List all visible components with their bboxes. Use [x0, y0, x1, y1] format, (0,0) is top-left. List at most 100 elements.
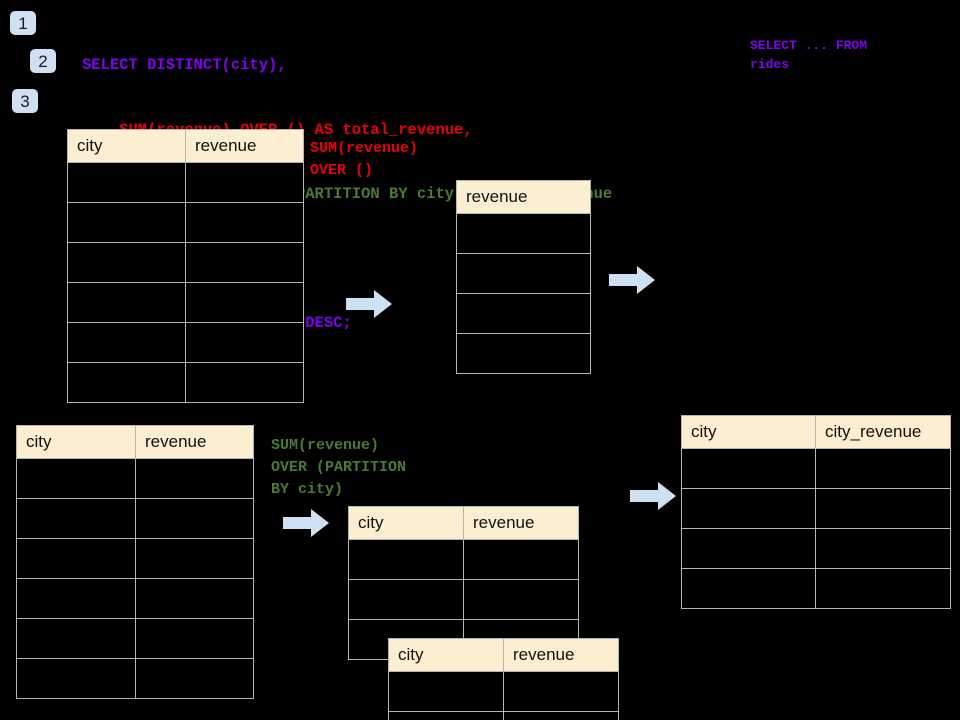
cell-city — [67, 322, 186, 363]
cell-city — [16, 578, 136, 619]
table-row — [456, 333, 591, 374]
step-badge-2-label: 2 — [38, 51, 48, 71]
cell-revenue — [135, 658, 254, 699]
cell-revenue — [456, 333, 591, 374]
column-header-revenue: revenue — [185, 129, 304, 163]
cell-revenue — [456, 293, 591, 334]
table-row — [388, 711, 619, 720]
cell-city — [348, 579, 464, 620]
cell-city — [348, 539, 464, 580]
table-row — [67, 282, 304, 323]
cell-city — [681, 488, 816, 529]
column-header-city: city — [67, 129, 186, 163]
cell-revenue — [135, 458, 254, 499]
column-header-city: city — [388, 638, 504, 672]
table-row — [456, 213, 591, 254]
table-row — [681, 568, 951, 609]
step-badge-2: 2 — [30, 49, 56, 73]
annotation-over-empty: SUM(revenue) OVER () — [310, 140, 419, 179]
table-row — [681, 448, 951, 489]
cell-city — [681, 528, 816, 569]
cell-revenue — [135, 618, 254, 659]
table-row — [388, 671, 619, 712]
table-row — [16, 498, 254, 539]
cell-revenue — [456, 213, 591, 254]
cell-city-revenue — [815, 568, 951, 609]
cell-revenue — [503, 671, 619, 712]
table-row — [16, 538, 254, 579]
table-row — [456, 293, 591, 334]
cell-revenue — [456, 253, 591, 294]
table-header-row: city revenue — [16, 425, 254, 459]
annotation-partition-by-city: SUM(revenue) OVER (PARTITION BY city) — [271, 437, 407, 498]
rides-source-table-top: city revenue — [67, 129, 304, 403]
cell-revenue — [135, 538, 254, 579]
partition-group-table-front: city revenue — [388, 638, 619, 720]
table-row — [16, 458, 254, 499]
cell-city — [681, 448, 816, 489]
table-header-row: city revenue — [388, 638, 619, 672]
cell-city — [67, 162, 186, 203]
table-row — [67, 202, 304, 243]
cell-city-revenue — [815, 488, 951, 529]
step-badge-3: 3 — [12, 89, 38, 113]
city-revenue-result-table: city city_revenue — [681, 415, 951, 609]
cell-city — [67, 202, 186, 243]
column-header-revenue: revenue — [456, 180, 591, 214]
table-row — [16, 658, 254, 699]
cell-city — [16, 458, 136, 499]
cell-city — [16, 498, 136, 539]
cell-city — [67, 282, 186, 323]
table-header-row: city revenue — [67, 129, 304, 163]
cell-revenue — [463, 579, 579, 620]
table-row — [16, 618, 254, 659]
cell-city — [67, 362, 186, 403]
table-header-row: city revenue — [348, 506, 579, 540]
step-badge-1-label: 1 — [18, 13, 28, 33]
cell-city-revenue — [815, 448, 951, 489]
table-row — [67, 162, 304, 203]
rides-source-table-bottom: city revenue — [16, 425, 254, 699]
cell-city — [388, 711, 504, 720]
arrow-partition-to-result — [630, 482, 676, 510]
table-header-row: revenue — [456, 180, 591, 214]
column-header-city: city — [16, 425, 136, 459]
arrow-total-to-result — [609, 266, 655, 294]
cell-revenue — [185, 322, 304, 363]
step-badge-3-label: 3 — [20, 91, 30, 111]
cell-city-revenue — [815, 528, 951, 569]
side-note-select-from-rides: SELECT ... FROM rides — [750, 38, 868, 72]
table-row — [681, 528, 951, 569]
cell-revenue — [463, 539, 579, 580]
cell-revenue — [185, 162, 304, 203]
cell-city — [388, 671, 504, 712]
sql-line-1: SELECT DISTINCT(city), — [82, 56, 287, 74]
cell-revenue — [185, 362, 304, 403]
cell-revenue — [185, 242, 304, 283]
cell-city — [16, 538, 136, 579]
table-row — [67, 322, 304, 363]
column-header-revenue: revenue — [503, 638, 619, 672]
cell-revenue — [185, 202, 304, 243]
partition-group-table-back: city revenue — [348, 506, 579, 660]
table-row — [348, 539, 579, 580]
arrow-source-to-partition — [283, 509, 329, 537]
table-row — [16, 578, 254, 619]
arrow-source-to-total — [346, 290, 392, 318]
step-badge-1: 1 — [10, 11, 36, 35]
table-row — [67, 242, 304, 283]
column-header-city: city — [681, 415, 816, 449]
cell-revenue — [185, 282, 304, 323]
table-header-row: city city_revenue — [681, 415, 951, 449]
column-header-revenue: revenue — [135, 425, 254, 459]
cell-city — [681, 568, 816, 609]
cell-city — [16, 658, 136, 699]
table-row — [681, 488, 951, 529]
cell-revenue — [503, 711, 619, 720]
table-row — [67, 362, 304, 403]
column-header-city: city — [348, 506, 464, 540]
cell-city — [16, 618, 136, 659]
cell-revenue — [135, 578, 254, 619]
column-header-city-revenue: city_revenue — [815, 415, 951, 449]
